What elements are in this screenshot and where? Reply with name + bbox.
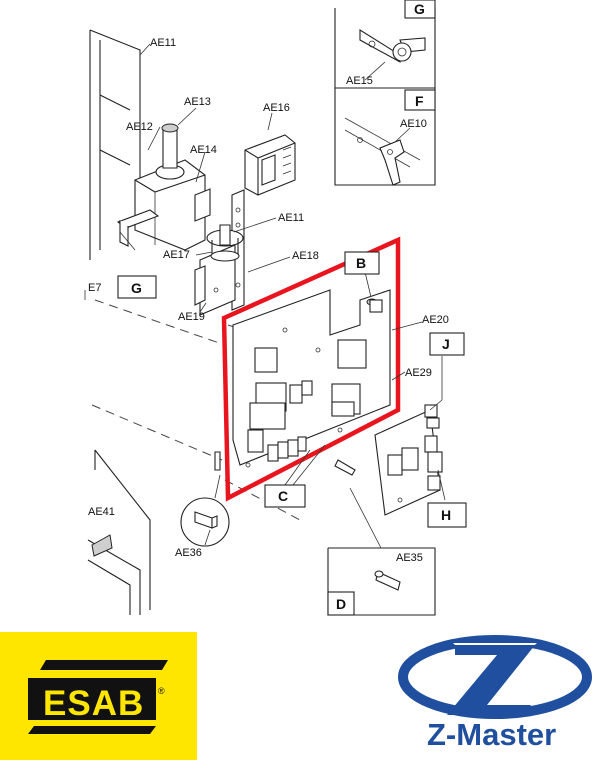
label-ae15: AE15 [346, 75, 373, 87]
label-ae18: AE18 [292, 250, 319, 262]
label-ae20: AE20 [422, 314, 449, 326]
secondary-pcb [374, 404, 443, 516]
esab-wordmark: ESAB [43, 684, 145, 723]
callout-j: J [429, 332, 465, 356]
standoffs [180, 451, 356, 547]
label-ae14: AE14 [190, 144, 217, 156]
esab-logo: ESAB ® [0, 632, 197, 760]
svg-text:J: J [442, 336, 450, 352]
label-ae19: AE19 [178, 311, 205, 323]
svg-text:H: H [441, 507, 451, 523]
bracket-assembly [194, 189, 245, 316]
label-ae11-top: AE11 [150, 37, 176, 49]
callout-d: D [336, 596, 346, 612]
detail-inset-top [334, 0, 436, 186]
callout-g-top: G [414, 1, 425, 17]
label-ae10: AE10 [400, 118, 427, 130]
label-ae11-mid: AE11 [278, 212, 304, 224]
left-housing-panels [84, 29, 151, 615]
main-pcb [232, 289, 391, 468]
label-e7: E7 [88, 282, 101, 294]
label-ae36: AE36 [175, 547, 202, 559]
callout-f: F [415, 93, 424, 109]
esab-registered-mark: ® [158, 686, 165, 696]
esab-mark-icon [28, 660, 168, 734]
callout-b: B [344, 251, 380, 275]
callout-c: C [264, 484, 306, 508]
label-ae12: AE12 [126, 121, 153, 133]
svg-text:C: C [278, 488, 288, 504]
svg-text:F: F [415, 93, 424, 109]
label-ae35: AE35 [396, 552, 423, 564]
label-ae17: AE17 [163, 249, 190, 261]
detail-inset-d [327, 487, 436, 616]
highlight-frame [221, 236, 401, 502]
label-ae29: AE29 [405, 367, 432, 379]
svg-text:D: D [336, 596, 346, 612]
callout-h: H [427, 502, 467, 528]
callout-g-left: G [117, 275, 157, 299]
transformer-block [116, 123, 211, 251]
label-ae16: AE16 [263, 102, 290, 114]
exploded-parts-diagram: AE11 AE13 AE12 AE14 AE16 AE11 AE17 AE18 … [84, 0, 467, 616]
svg-text:G: G [131, 280, 142, 296]
zmaster-logo-icon [398, 635, 592, 719]
label-ae13: AE13 [184, 96, 211, 108]
svg-text:B: B [356, 255, 366, 271]
connector-ae16 [244, 134, 296, 196]
svg-text:G: G [414, 1, 425, 17]
leader-lines [119, 43, 446, 546]
label-ae41: AE41 [88, 506, 115, 518]
zmaster-wordmark: Z-Master [427, 717, 557, 752]
